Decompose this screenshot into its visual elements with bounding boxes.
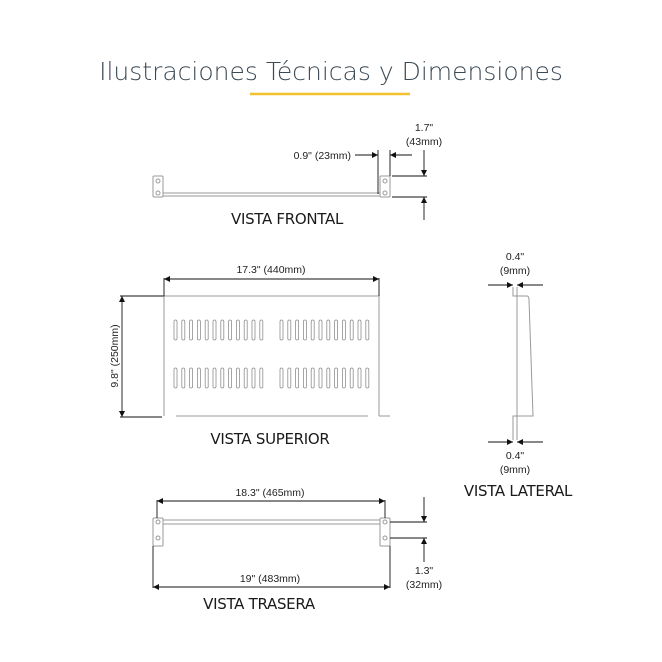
ventilation-slot [295, 367, 300, 389]
ventilation-slot [243, 319, 248, 341]
front-inset-dimension: 0.9" (23mm) [294, 150, 351, 162]
ventilation-slot [220, 319, 225, 341]
side-bottom-inches: 0.4" [506, 450, 525, 462]
ventilation-slot [189, 367, 194, 389]
ventilation-slot [357, 319, 362, 341]
ventilation-slot [295, 319, 300, 341]
side-view-label: VISTA LATERAL [464, 482, 573, 500]
front-view: 0.9" (23mm) 1.7" (43mm) VISTA FRONTAL [152, 122, 442, 228]
ventilation-slot [334, 319, 339, 341]
top-view: 17.3" (440mm) 9.8" (250mm) VISTA SUPERIO… [109, 264, 390, 448]
ventilation-slot [228, 367, 233, 389]
ventilation-slot [302, 367, 307, 389]
front-dimension-lines [355, 150, 427, 220]
ventilation-slot [259, 367, 264, 389]
ventilation-slot [349, 367, 354, 389]
ventilation-slot [326, 367, 331, 389]
ventilation-slot [196, 319, 201, 341]
top-depth-dimension: 9.8" (250mm) [109, 324, 121, 387]
ventilation-slot [212, 367, 217, 389]
ventilation-slot [259, 319, 264, 341]
side-dimension-lines [488, 282, 543, 445]
side-bottom-mm: (9mm) [500, 464, 530, 476]
ventilation-slot [204, 367, 209, 389]
rear-outer-width: 19" (483mm) [240, 573, 300, 585]
ventilation-slot [251, 319, 256, 341]
ventilation-slot [310, 319, 315, 341]
ventilation-slot [196, 367, 201, 389]
rear-dimension-lines [152, 497, 427, 590]
ventilation-slot [235, 319, 240, 341]
ventilation-slot [287, 319, 292, 341]
ventilation-slot [243, 367, 248, 389]
ventilation-slot [212, 319, 217, 341]
page-title: Ilustraciones Técnicas y Dimensiones [99, 57, 563, 86]
side-view-drawing [512, 287, 534, 440]
ventilation-slot [365, 367, 370, 389]
ventilation-slot [204, 319, 209, 341]
ventilation-slot [173, 367, 178, 389]
top-width-dimension: 17.3" (440mm) [236, 264, 305, 276]
rear-view-drawing [152, 517, 391, 547]
rear-view: 18.3" (465mm) 19" (483mm) 1.3" (32mm) VI… [152, 487, 442, 613]
ventilation-slot [181, 319, 186, 341]
ventilation-slot [326, 319, 331, 341]
side-top-mm: (9mm) [500, 265, 530, 277]
rear-height-inches: 1.3" [415, 565, 434, 577]
rear-view-label: VISTA TRASERA [203, 595, 316, 613]
rear-height-mm: (32mm) [406, 579, 442, 591]
front-view-label: VISTA FRONTAL [231, 210, 344, 228]
front-view-drawing [152, 175, 391, 198]
ventilation-slot [318, 367, 323, 389]
side-view: 0.4" (9mm) 0.4" (9mm) VISTA LATERAL [464, 251, 573, 500]
ventilation-slot [251, 367, 256, 389]
ventilation-slot [341, 319, 346, 341]
ventilation-slot [279, 367, 284, 389]
ventilation-slot [287, 367, 292, 389]
ventilation-slot [189, 319, 194, 341]
ventilation-slot [357, 367, 362, 389]
top-view-drawing [163, 295, 390, 417]
ventilation-slot [349, 319, 354, 341]
side-top-inches: 0.4" [506, 251, 525, 263]
ventilation-slot [334, 367, 339, 389]
ventilation-slot [365, 319, 370, 341]
ventilation-slot [279, 319, 284, 341]
ventilation-slot [310, 367, 315, 389]
top-view-label: VISTA SUPERIOR [210, 430, 329, 448]
top-dimension-lines [119, 276, 380, 418]
ventilation-slot [220, 367, 225, 389]
ventilation-slot [341, 367, 346, 389]
front-height-inches: 1.7" [415, 122, 434, 134]
ventilation-slot [318, 319, 323, 341]
front-height-mm: (43mm) [406, 136, 442, 148]
ventilation-slot [235, 367, 240, 389]
ventilation-slot [173, 319, 178, 341]
ventilation-slot [228, 319, 233, 341]
ventilation-slot [302, 319, 307, 341]
ventilation-slot [181, 367, 186, 389]
rear-inner-width: 18.3" (465mm) [235, 487, 304, 499]
